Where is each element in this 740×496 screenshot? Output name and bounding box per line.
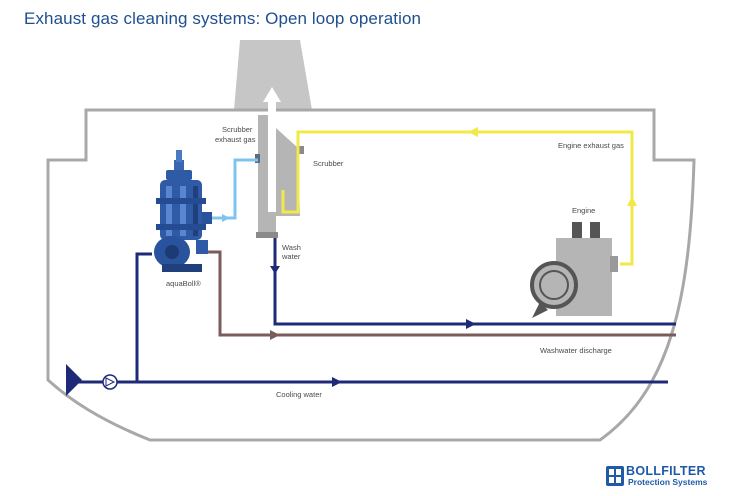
scrubber-exhaust-gas-label-2: exhaust gas xyxy=(215,135,256,144)
washwater-discharge-pipe xyxy=(206,250,676,337)
wash-water-label-2: water xyxy=(281,252,301,261)
scrubber-exhaust-gas-label: Scrubber xyxy=(222,125,253,134)
logo-tagline: Protection Systems xyxy=(628,477,708,487)
engine-icon xyxy=(530,222,618,318)
discharge-arrow-right xyxy=(270,330,280,340)
exhaust-out-arrow xyxy=(263,87,281,212)
cooling-arrow-right xyxy=(332,377,342,387)
wash-arrow-right xyxy=(466,319,476,329)
yellow-arrow-left xyxy=(468,127,478,137)
funnel xyxy=(234,40,312,110)
bollfilter-mark-icon xyxy=(606,466,624,486)
sea-chest xyxy=(66,364,82,396)
page-title: Exhaust gas cleaning systems: Open loop … xyxy=(24,9,422,28)
engine-exhaust-gas-label: Engine exhaust gas xyxy=(558,141,624,150)
logo-name: BOLLFILTER xyxy=(626,464,706,478)
bollfilter-logo: BOLLFILTER Protection Systems xyxy=(604,464,722,490)
wash-water-pipe xyxy=(273,238,676,326)
scrubber-label: Scrubber xyxy=(313,159,344,168)
cooling-water-pipe xyxy=(76,252,668,384)
aquaboll-filter-icon xyxy=(154,150,212,272)
wash-arrow-down xyxy=(270,266,280,274)
aquaboll-label: aquaBoll® xyxy=(166,279,201,288)
yellow-arrow-up xyxy=(627,196,637,206)
wash-water-label: Wash xyxy=(282,243,301,252)
ship-hull xyxy=(46,108,696,442)
cooling-water-label: Cooling water xyxy=(276,390,322,399)
engine-exhaust-pipe xyxy=(281,130,634,266)
washwater-discharge-label: Washwater discharge xyxy=(540,346,612,355)
engine-label: Engine xyxy=(572,206,595,215)
filtered-water-pipe xyxy=(210,158,258,220)
